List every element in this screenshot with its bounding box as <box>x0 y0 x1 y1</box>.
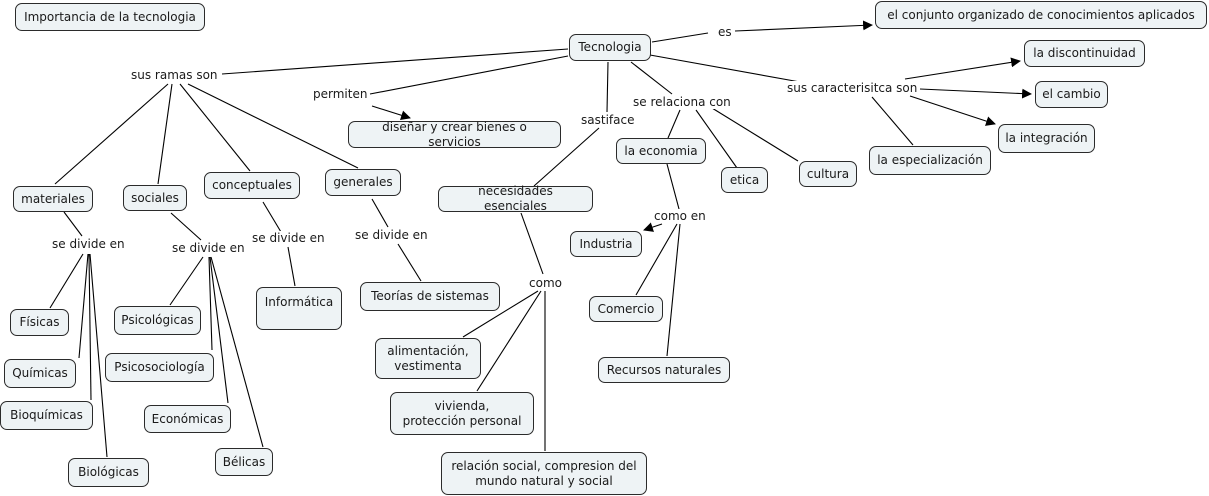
line-divide-fisicas <box>49 253 84 309</box>
line-divide-teorias <box>397 243 422 282</box>
node-fisicas[interactable]: Físicas <box>10 309 69 336</box>
node-teorias[interactable]: Teorías de sistemas <box>360 282 500 311</box>
node-bioquimicas[interactable]: Bioquímicas <box>0 401 93 430</box>
line-ramas-materiales <box>54 83 169 185</box>
line-relaciona-etica <box>695 109 738 169</box>
link-label-se-relaciona-con: se relaciona con <box>631 95 733 109</box>
node-etica[interactable]: etica <box>721 167 768 193</box>
line-materiales-divide <box>63 211 83 237</box>
line-sastiface-necesidades <box>533 127 600 187</box>
node-psicologicas[interactable]: Psicológicas <box>114 306 201 335</box>
link-label-como-en: como en <box>652 209 708 223</box>
node-cambio[interactable]: el cambio <box>1035 81 1108 108</box>
line-caract-especializacion <box>871 96 914 146</box>
line-caract-cambio <box>919 88 1032 99</box>
link-label-sus-ramas-son: sus ramas son <box>129 68 220 82</box>
node-conjunto[interactable]: el conjunto organizado de conocimientos … <box>875 1 1207 29</box>
line-generales-divide <box>371 198 389 228</box>
line-tecnologia-caracteristicas <box>649 54 801 83</box>
line-economia-comoen <box>666 163 680 210</box>
node-biologicas[interactable]: Biológicas <box>68 458 149 487</box>
node-alimentacion[interactable]: alimentación, vestimenta <box>375 338 481 379</box>
line-permiten-disenar <box>371 105 411 121</box>
node-comercio[interactable]: Comercio <box>589 296 663 322</box>
node-belicas[interactable]: Bélicas <box>215 448 273 476</box>
node-generales[interactable]: generales <box>325 169 401 196</box>
node-conceptuales[interactable]: conceptuales <box>204 172 300 199</box>
link-label-sastiface: sastiface <box>579 113 637 127</box>
node-psicosociologia[interactable]: Psicosociología <box>105 353 214 382</box>
node-vivienda[interactable]: vivienda, protección personal <box>390 392 534 435</box>
line-divide-psicologicas <box>169 256 204 306</box>
line-caract-discontinuidad <box>904 57 1021 80</box>
link-label-divide-generales: se divide en <box>353 228 430 242</box>
line-tecnologia-relaciona <box>630 61 673 95</box>
line-divide-informatica <box>287 246 296 287</box>
title-node[interactable]: Importancia de la tecnologia <box>15 3 205 31</box>
line-caract-integracion <box>909 95 996 126</box>
line-comoen-comercio <box>635 223 678 296</box>
link-label-como: como <box>527 276 564 290</box>
line-ramas-generales <box>187 83 359 169</box>
node-sociales[interactable]: sociales <box>123 185 187 211</box>
node-disenar[interactable]: diseñar y crear bienes o servicios <box>348 120 561 149</box>
line-comoen-industria <box>643 222 663 232</box>
node-cultura[interactable]: cultura <box>799 161 857 187</box>
line-relaciona-economia <box>667 109 681 139</box>
node-economia[interactable]: la economia <box>616 138 706 164</box>
node-necesidades[interactable]: necesidades esenciales <box>438 184 593 213</box>
line-comoen-recursos <box>666 223 681 357</box>
link-label-divide-conceptuales: se divide en <box>250 231 327 245</box>
node-economicas[interactable]: Económicas <box>144 405 231 433</box>
link-label-sus-caracteristicas-son: sus caracterisitca son <box>785 81 920 95</box>
link-label-divide-materiales: se divide en <box>50 237 127 251</box>
node-integracion[interactable]: la integración <box>998 124 1095 153</box>
line-ramas-sociales <box>157 83 173 185</box>
line-tecnologia-permiten <box>369 55 569 95</box>
node-discontinuidad[interactable]: la discontinuidad <box>1024 40 1145 67</box>
line-tecnologia-ramas <box>221 48 569 75</box>
node-especializacion[interactable]: la especialización <box>869 146 991 175</box>
node-quimicas[interactable]: Químicas <box>4 359 76 388</box>
line-divide-economicas <box>209 256 229 404</box>
line-sociales-divide <box>170 212 202 241</box>
line-divide-biologicas <box>89 253 108 458</box>
line-conceptuales-divide <box>262 201 282 233</box>
line-tecnologia-sastiface <box>606 61 609 113</box>
node-relacion[interactable]: relación social, compresion del mundo na… <box>441 452 647 495</box>
node-materiales[interactable]: materiales <box>13 186 93 212</box>
node-tecnologia[interactable]: Tecnologia <box>569 34 651 61</box>
link-label-es: es <box>716 25 734 39</box>
line-divide-psicosociologia <box>208 256 213 351</box>
line-ramas-conceptuales <box>179 83 251 172</box>
link-label-permiten: permiten <box>311 87 370 101</box>
line-tecnologia-es <box>651 32 709 43</box>
line-como-alimentacion <box>462 290 539 338</box>
line-divide-belicas <box>210 256 264 448</box>
line-relaciona-cultura <box>711 107 799 162</box>
node-recursos[interactable]: Recursos naturales <box>598 357 730 383</box>
line-divide-quimicas <box>78 253 89 359</box>
line-necesidades-como <box>520 212 544 275</box>
node-informatica[interactable]: Informática <box>256 287 342 330</box>
line-como-vivienda <box>476 290 542 392</box>
line-divide-bioquimicas <box>88 253 92 401</box>
node-industria[interactable]: Industria <box>570 231 642 257</box>
link-label-divide-sociales: se divide en <box>170 241 247 255</box>
line-es-conjunto <box>734 20 873 32</box>
